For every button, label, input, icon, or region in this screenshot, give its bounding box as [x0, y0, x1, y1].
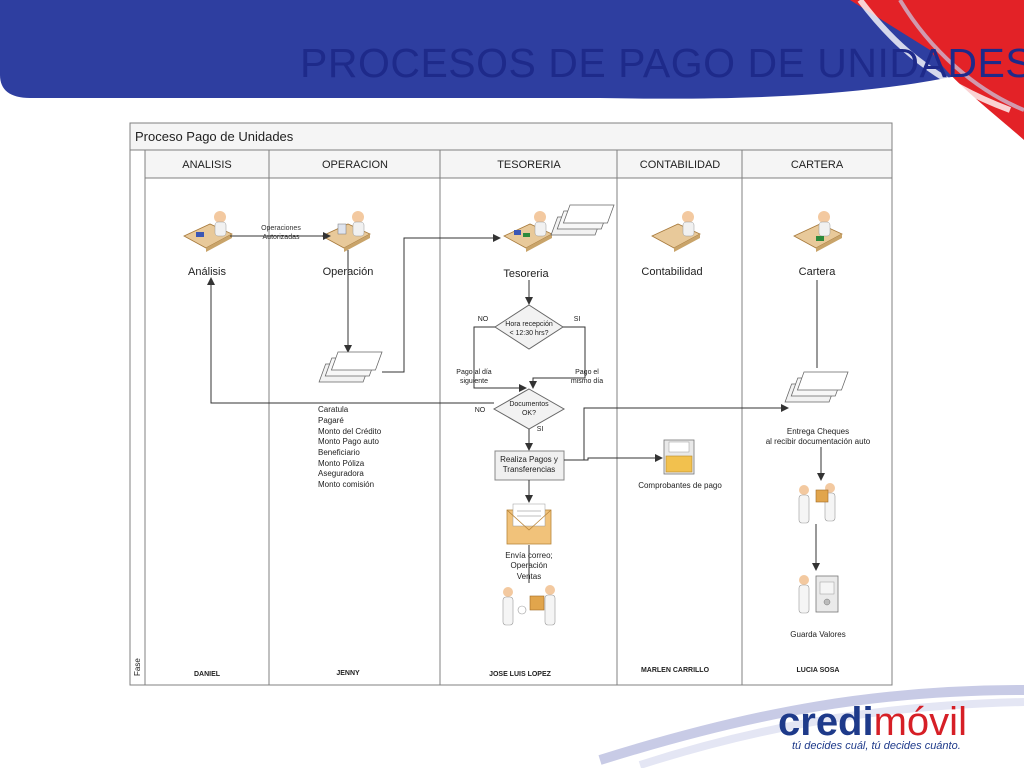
phase-label: Fase [133, 658, 142, 676]
person-name-contabilidad: MARLEN CARRILLO [641, 667, 710, 674]
guarda-valores-label: Guarda Valores [790, 630, 845, 639]
lane-header-analisis: ANALISIS [182, 159, 232, 171]
edge-label-operaciones-line1: Operaciones [261, 225, 301, 232]
envelope-icon [506, 503, 552, 545]
decision-docs-no: NO [475, 407, 486, 414]
flow-arrow [207, 277, 494, 404]
actor-label-cartera: Cartera [799, 266, 837, 278]
process-pagos-line1: Realiza Pagos y [500, 455, 558, 464]
person-at-desk-icon [503, 211, 553, 252]
safe-vault-icon [798, 575, 839, 614]
pago-mismo-line2: mismo día [571, 378, 603, 385]
document-item: Monto del Crédito [318, 427, 382, 436]
person-at-desk-icon [183, 211, 233, 252]
people-handover-icon [798, 483, 836, 524]
document-item: Caratula [318, 405, 349, 414]
decision-hora-line1: Hora recepción [505, 321, 553, 328]
document-item: Beneficiario [318, 448, 360, 457]
entrega-cheques-line2: al recibir documentación auto [766, 437, 871, 446]
person-name-tesoreria: JOSE LUIS LOPEZ [489, 671, 552, 678]
person-name-cartera: LUCIA SOSA [797, 667, 840, 674]
lane-header-tesoreria: TESORERIA [497, 159, 561, 171]
lane-header-cartera: CARTERA [791, 159, 844, 171]
decision-hora-si: SI [574, 316, 581, 323]
decision-hora-line2: < 12:30 hrs? [509, 330, 548, 337]
edge-label-operaciones-line2: Autorizadas [263, 234, 300, 241]
pago-mismo-line1: Pago el [575, 369, 599, 376]
document-item: Monto Pago auto [318, 437, 379, 446]
comprobantes-label: Comprobantes de pago [638, 481, 722, 490]
lane-header-contabilidad: CONTABILIDAD [640, 159, 721, 171]
person-at-desk-icon [321, 211, 371, 252]
logo-tagline: tú decides cuál, tú decides cuánto. [792, 740, 961, 752]
document-item: Pagaré [318, 416, 344, 425]
decision-docs-line2: OK? [522, 410, 536, 417]
entrega-cheques-line1: Entrega Cheques [787, 427, 849, 436]
person-name-analisis: DANIEL [194, 671, 221, 678]
decision-docs-si: SI [537, 426, 544, 433]
people-exchange-icon [502, 585, 556, 626]
actor-label-analisis: Análisis [188, 266, 226, 278]
person-at-desk-icon [793, 211, 843, 252]
document-item: Monto comisión [318, 480, 374, 489]
flow-arrow [382, 234, 501, 373]
folder-icon [663, 439, 695, 475]
lane-header-operacion: OPERACION [322, 159, 388, 171]
logo-part-movil: móvil [873, 700, 967, 744]
credimovil-logo: credimóvil tú decides cuál, tú decides c… [778, 700, 998, 760]
person-at-desk-icon [651, 211, 701, 252]
process-pagos-line2: Transferencias [503, 465, 556, 474]
diagram-title: Proceso Pago de Unidades [135, 129, 294, 144]
decision-hora-recepcion [494, 304, 564, 350]
actor-label-tesoreria: Tesoreria [503, 268, 549, 280]
flow-arrow [529, 326, 586, 389]
document-item: Aseguradora [318, 469, 364, 478]
decision-hora-no: NO [478, 316, 489, 323]
flow-arrow [473, 326, 527, 392]
flow-arrow [576, 404, 789, 461]
person-name-operacion: JENNY [336, 670, 360, 677]
logo-wordmark: credimóvil [778, 700, 967, 744]
pago-siguiente-line2: siguiente [460, 378, 488, 385]
slide-title: PROCESOS DE PAGO DE UNIDADES [300, 40, 1024, 86]
logo-part-credi: credi [778, 700, 874, 744]
pago-siguiente-line1: Pago al día [456, 369, 492, 376]
decision-docs-line1: Documentos [509, 401, 549, 408]
document-item: Monto Póliza [318, 459, 365, 468]
actor-label-contabilidad: Contabilidad [641, 266, 702, 278]
